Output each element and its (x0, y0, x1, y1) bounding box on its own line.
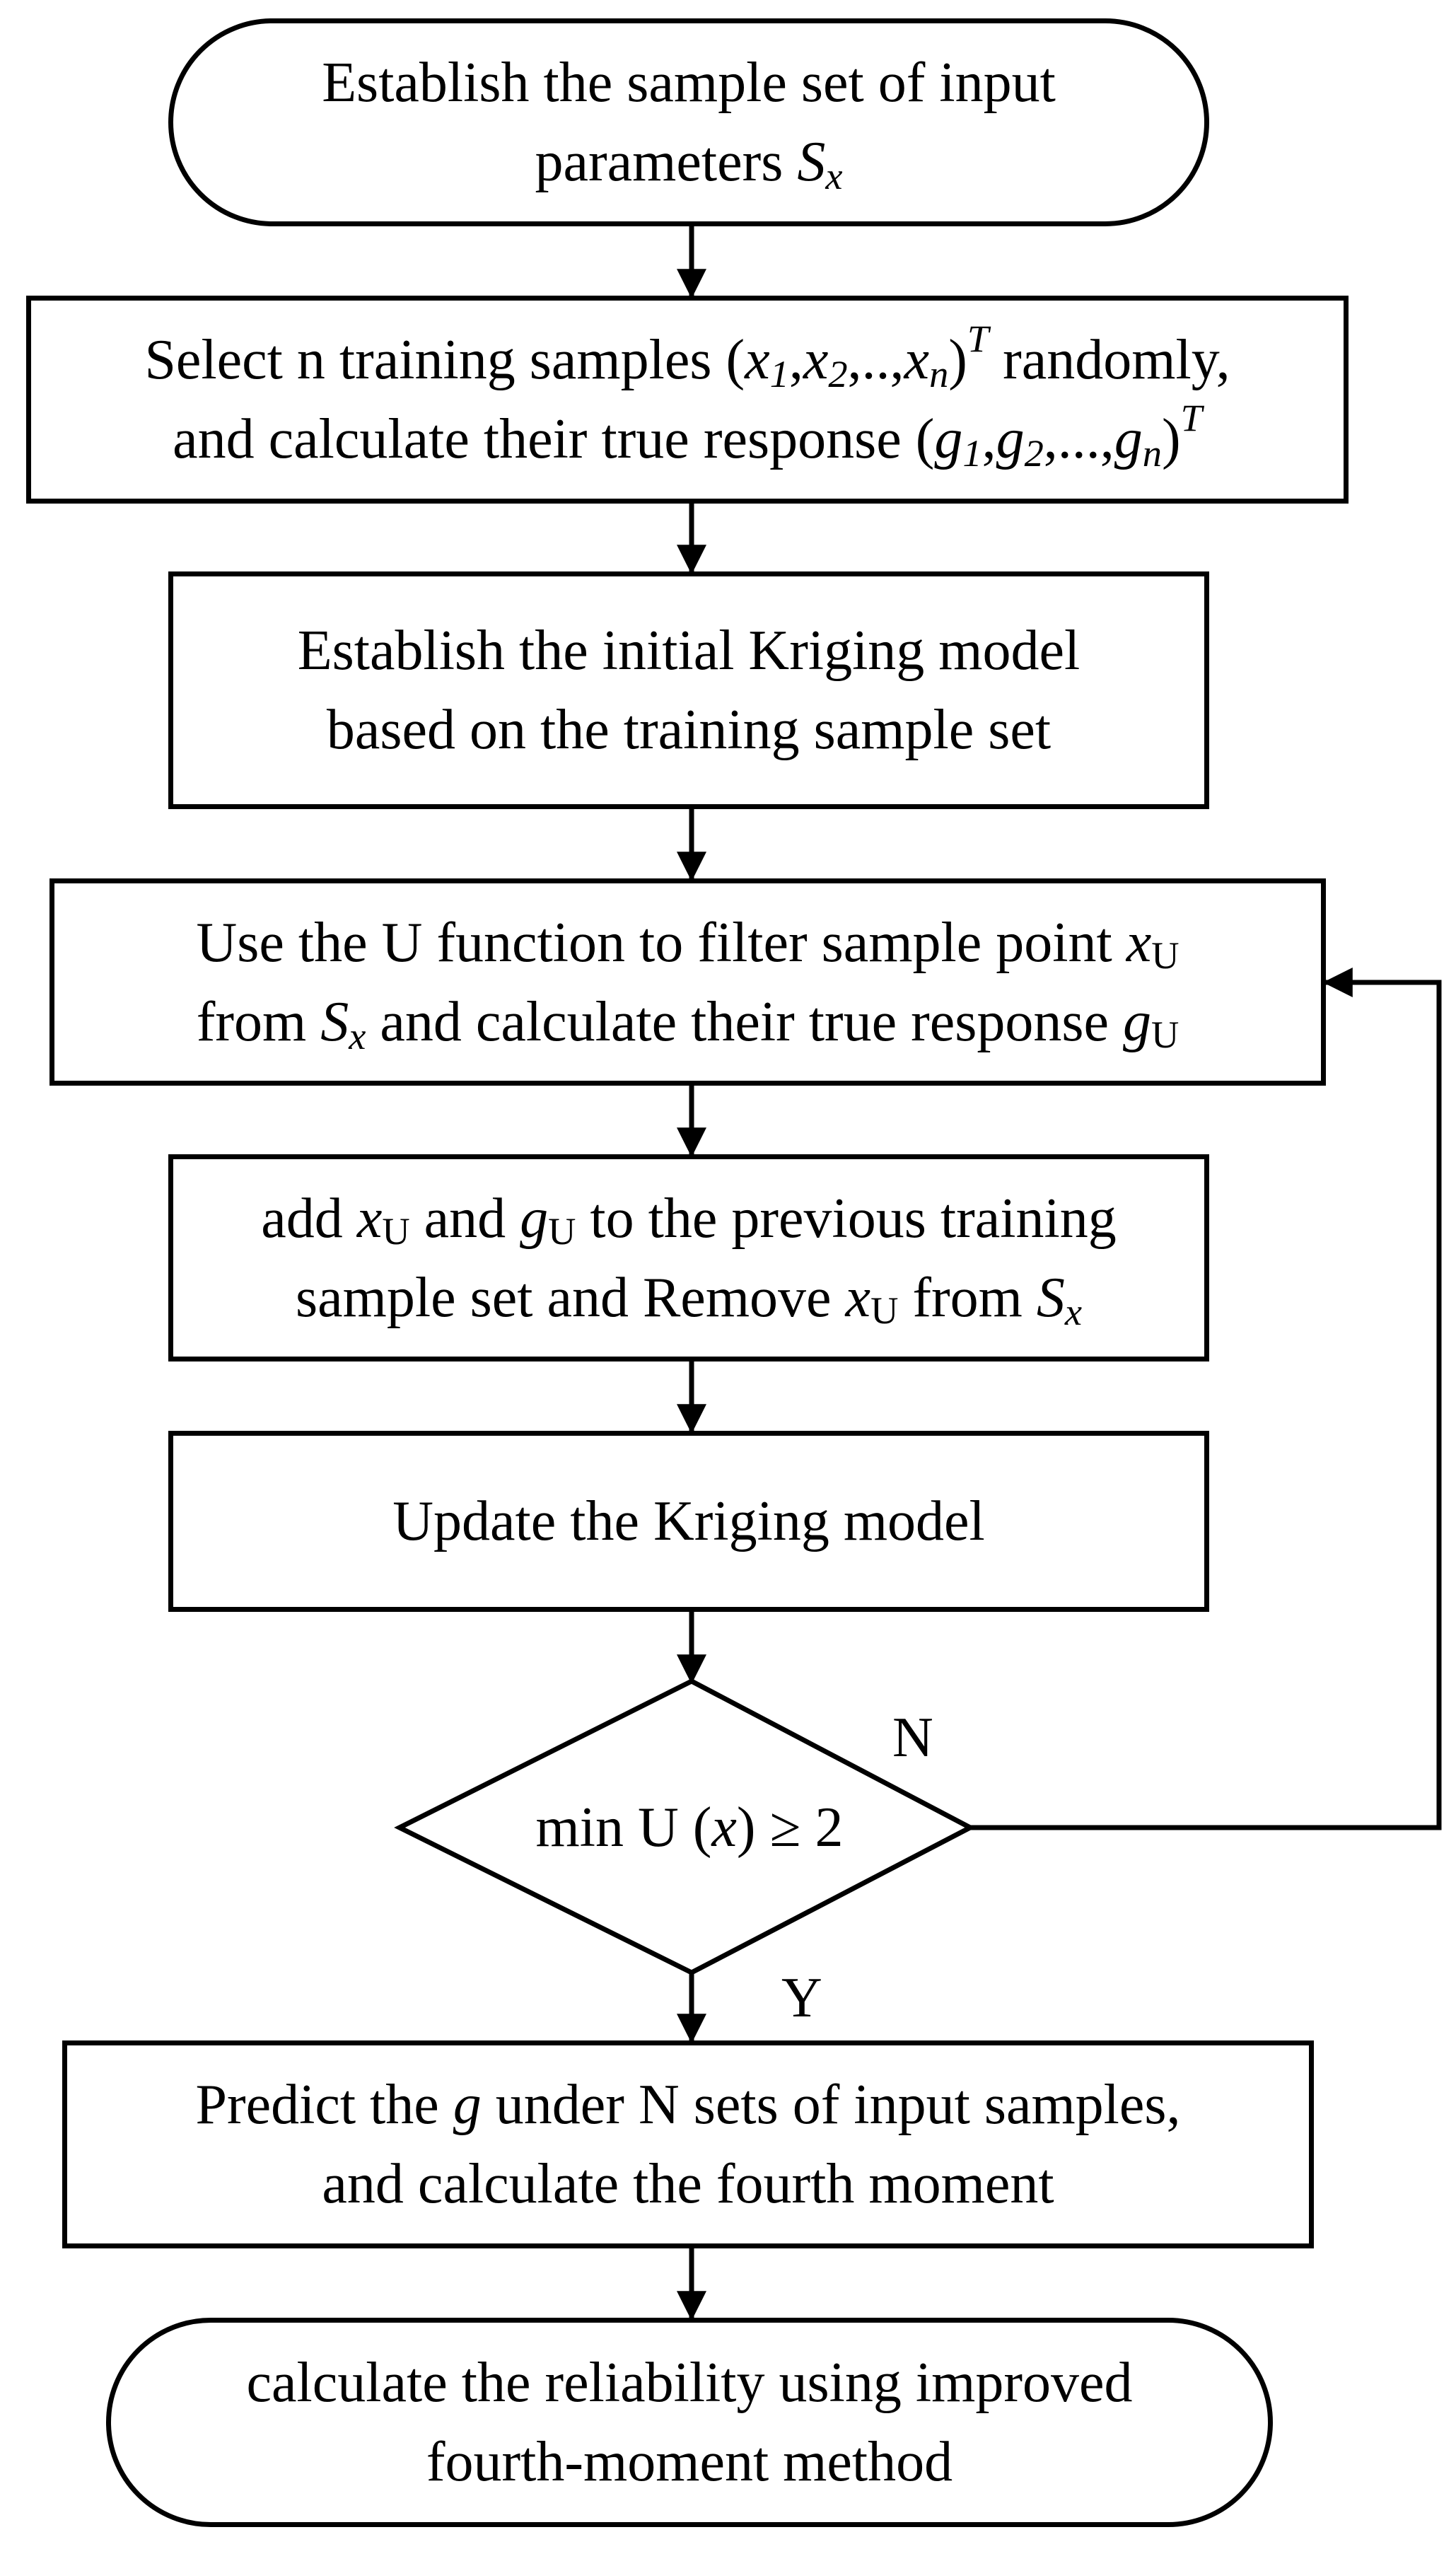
decision-label: min U (x) ≥ 2 (435, 1785, 944, 1870)
ufunc-x-sub: U (1151, 934, 1180, 977)
end-line-2: fourth-moment method (426, 2431, 953, 2493)
establish-line-1: Establish the initial Kriging model (297, 620, 1081, 682)
select-line-1-suffix: randomly, (989, 329, 1230, 391)
start-terminal: Establish the sample set of input parame… (168, 18, 1209, 226)
start-symbol-s-sub: x (825, 154, 843, 197)
select-gdots: ,..., (1043, 408, 1114, 470)
add-s-sub: x (1064, 1290, 1083, 1333)
decision-prefix: min U ( (535, 1796, 712, 1859)
update-model-box: Update the Kriging model (168, 1431, 1209, 1612)
u-function-box: Use the U function to filter sample poin… (49, 878, 1326, 1086)
select-xn-sub: n (929, 352, 949, 395)
select-g-transpose: T (1180, 396, 1202, 439)
select-dots: ,.., (847, 329, 904, 391)
select-gclose: ) (1161, 408, 1181, 470)
end-line-1: calculate the reliability using improved (246, 2352, 1133, 2414)
add-line-1-suffix: to the previous training (576, 1187, 1117, 1250)
predict-line-1-suffix: under N sets of input samples, (481, 2074, 1181, 2136)
start-symbol-s: S (797, 131, 826, 193)
add-samples-box: add xU and gU to the previous training s… (168, 1154, 1209, 1361)
select-line-2-prefix: and calculate their true response ( (173, 408, 935, 470)
add-s: S (1036, 1266, 1065, 1329)
select-gn: g (1114, 408, 1143, 470)
ufunc-s: S (320, 990, 349, 1053)
start-line-2: parameters (535, 131, 798, 193)
add-x: x (356, 1187, 383, 1250)
establish-line-2: based on the training sample set (326, 699, 1052, 761)
decision-diamond (394, 1678, 976, 1975)
add-line-2-prefix: sample set and Remove (295, 1266, 846, 1329)
predict-line-1-prefix: Predict the (195, 2074, 453, 2136)
decision-suffix: ) ≥ 2 (736, 1796, 844, 1859)
predict-line-2: and calculate the fourth moment (322, 2153, 1054, 2215)
select-x2-sub: 2 (828, 352, 848, 395)
add-x2-sub: U (870, 1289, 899, 1332)
decision-x: x (711, 1796, 737, 1859)
select-comma1: , (788, 329, 803, 391)
select-x1-sub: 1 (769, 352, 789, 395)
add-x2: x (845, 1266, 871, 1329)
add-g-sub: U (548, 1209, 576, 1253)
branch-no-label: N (892, 1707, 933, 1769)
predict-box: Predict the g under N sets of input samp… (62, 2040, 1314, 2248)
select-line-1-prefix: Select n training samples ( (144, 329, 745, 391)
ufunc-s-sub: x (349, 1014, 366, 1057)
select-g2-sub: 2 (1024, 431, 1044, 475)
add-line-1-prefix: add (261, 1187, 357, 1250)
predict-g: g (453, 2074, 482, 2136)
ufunc-line-2-prefix: from (196, 990, 321, 1053)
select-samples-box: Select n training samples (x1,x2,..,xn)T… (26, 296, 1349, 504)
ufunc-g: g (1123, 990, 1151, 1053)
select-x2: x (803, 329, 829, 391)
select-g1-sub: 1 (962, 431, 982, 475)
select-xn: x (904, 329, 930, 391)
select-gn-sub: n (1142, 431, 1162, 475)
add-from: from (898, 1266, 1037, 1329)
branch-yes-label: Y (781, 1967, 822, 2029)
start-line-1: Establish the sample set of input (322, 52, 1056, 114)
update-label: Update the Kriging model (392, 1490, 985, 1552)
ufunc-line-1-prefix: Use the U function to filter sample poin… (196, 911, 1126, 974)
select-x1: x (745, 329, 770, 391)
ufunc-g-sub: U (1151, 1013, 1180, 1056)
select-close: ) (948, 329, 967, 391)
establish-model-box: Establish the initial Kriging model base… (168, 571, 1209, 809)
select-transpose: T (967, 317, 989, 360)
select-g2: g (996, 408, 1025, 470)
loop-back-connector (970, 968, 1442, 1830)
ufunc-line-2-mid: and calculate their true response (366, 990, 1123, 1053)
end-terminal: calculate the reliability using improved… (106, 2318, 1273, 2527)
select-g1: g (934, 408, 963, 470)
ufunc-x: x (1126, 911, 1152, 974)
select-gcomma1: , (982, 408, 996, 470)
add-g: g (520, 1187, 549, 1250)
add-x-sub: U (382, 1209, 410, 1253)
add-and: and (409, 1187, 520, 1250)
